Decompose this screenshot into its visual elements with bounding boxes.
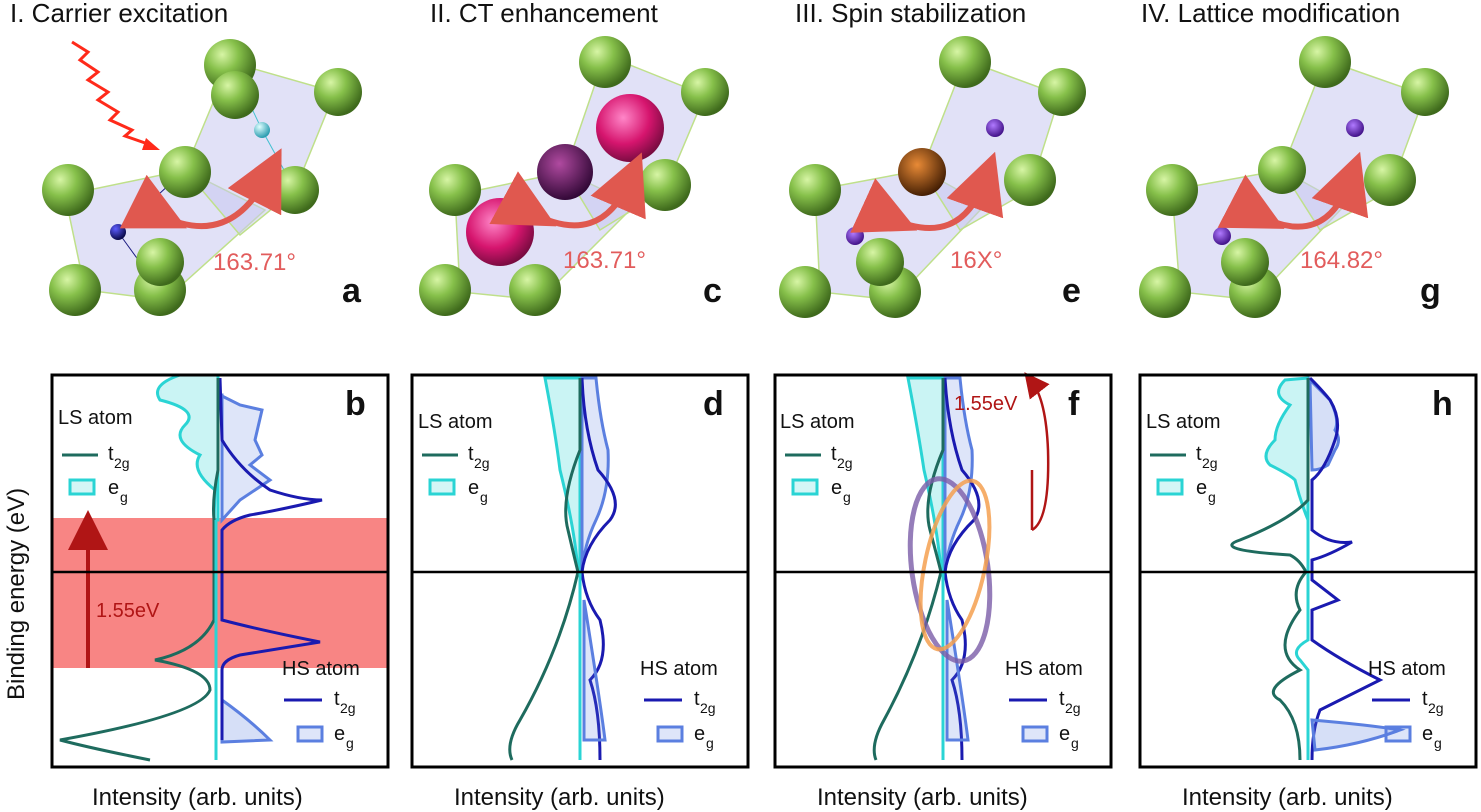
legend-ls-h: LS atom t 2g e g [1146,411,1220,505]
x-axis-label-f: Intensity (arb. units) [817,784,1028,811]
excitation-band [52,518,388,668]
legend-ls-f: LS atom t 2g e g [780,411,854,505]
x-axis-label-b: Intensity (arb. units) [92,784,303,811]
legend-ls-t-f: t [831,443,837,465]
legend-hs-t-h: t [1422,688,1428,710]
legend-ls-t-sub-b: 2g [114,455,130,471]
panel-letter-h: h [1432,385,1453,423]
legend-hs-e-f: e [1059,723,1070,745]
legend-hs-atom-b: HS atom [282,658,360,680]
legend-hs-e-sub-f: g [1071,735,1079,751]
legend-ls-e-f: e [831,477,842,499]
legend-ls-e-sub-h: g [1208,489,1216,505]
energy-annotation-b: 1.55eV [96,600,160,622]
legend-ls-e-sub-f: g [843,489,851,505]
crystal-structure-c [419,36,729,316]
legend-ls-atom-b: LS atom [58,407,132,429]
legend-hs-t-sub-h: 2g [1428,700,1444,716]
legend-hs-t-d: t [694,688,700,710]
legend-ls-t-sub-f: 2g [837,455,853,471]
title-panel-4: IV. Lattice modification [1141,0,1400,28]
angle-label-g: 164.82° [1300,247,1383,274]
legend-hs-atom-h: HS atom [1368,658,1446,680]
dos-panel-d [410,373,750,769]
panel-letter-b: b [345,385,366,423]
y-axis-label: Binding energy (eV) [3,488,30,700]
crystal-structure-g [1139,36,1449,318]
legend-hs-atom-d: HS atom [640,658,718,680]
legend-ls-t-h: t [1196,443,1202,465]
panel-letter-d: d [703,385,724,423]
dos-panel-h [1138,373,1478,769]
panel-letter-g: g [1420,272,1441,310]
crystal-structure-e [779,36,1086,318]
legend-ls-t-b: t [108,443,114,465]
legend-ls-t-sub-d: 2g [474,455,490,471]
energy-annotation-f: 1.55eV [954,393,1018,415]
angle-label-a: 163.71° [213,249,296,276]
dos-panel-f [773,372,1113,769]
x-axis-label-d: Intensity (arb. units) [454,784,665,811]
legend-hs-b: HS atom t 2g e g [282,658,360,751]
legend-ls-atom-f: LS atom [780,411,854,433]
legend-ls-e-h: e [1196,477,1207,499]
legend-ls-d: LS atom t 2g e g [418,411,492,505]
panel-letter-c: c [703,272,722,310]
angle-label-e: 16X° [950,247,1002,274]
angle-label-c: 163.71° [563,247,646,274]
legend-hs-e-b: e [334,723,345,745]
panel-letter-e: e [1062,272,1081,310]
panel-letter-a: a [342,272,362,310]
legend-hs-f: HS atom t 2g e g [1005,658,1083,751]
title-panel-3: III. Spin stabilization [795,0,1026,28]
legend-hs-t-sub-d: 2g [700,700,716,716]
legend-ls-e-d: e [468,477,479,499]
legend-ls-e-sub-d: g [480,489,488,505]
legend-ls-t-sub-h: 2g [1202,455,1218,471]
legend-ls-e-sub-b: g [120,489,128,505]
legend-hs-e-sub-d: g [706,735,714,751]
legend-hs-t-f: t [1059,688,1065,710]
legend-hs-e-h: e [1422,723,1433,745]
legend-hs-d: HS atom t 2g e g [640,658,718,751]
legend-ls-b: LS atom t 2g e g [58,407,132,505]
panel-letter-f: f [1068,385,1080,423]
legend-ls-t-d: t [468,443,474,465]
legend-ls-e-b: e [108,477,119,499]
legend-hs-t-sub-b: 2g [340,700,356,716]
dos-panel-b [50,373,390,769]
legend-hs-t-b: t [334,688,340,710]
crystal-structure-a [42,39,362,316]
legend-hs-e-sub-b: g [346,735,354,751]
x-axis-label-h: Intensity (arb. units) [1182,784,1393,811]
legend-hs-t-sub-f: 2g [1065,700,1081,716]
legend-hs-e-d: e [694,723,705,745]
legend-ls-atom-d: LS atom [418,411,492,433]
legend-hs-h: HS atom t 2g e g [1368,658,1446,751]
legend-ls-atom-h: LS atom [1146,411,1220,433]
title-panel-2: II. CT enhancement [430,0,659,28]
title-panel-1: I. Carrier excitation [10,0,228,28]
legend-hs-e-sub-h: g [1434,735,1442,751]
legend-hs-atom-f: HS atom [1005,658,1083,680]
